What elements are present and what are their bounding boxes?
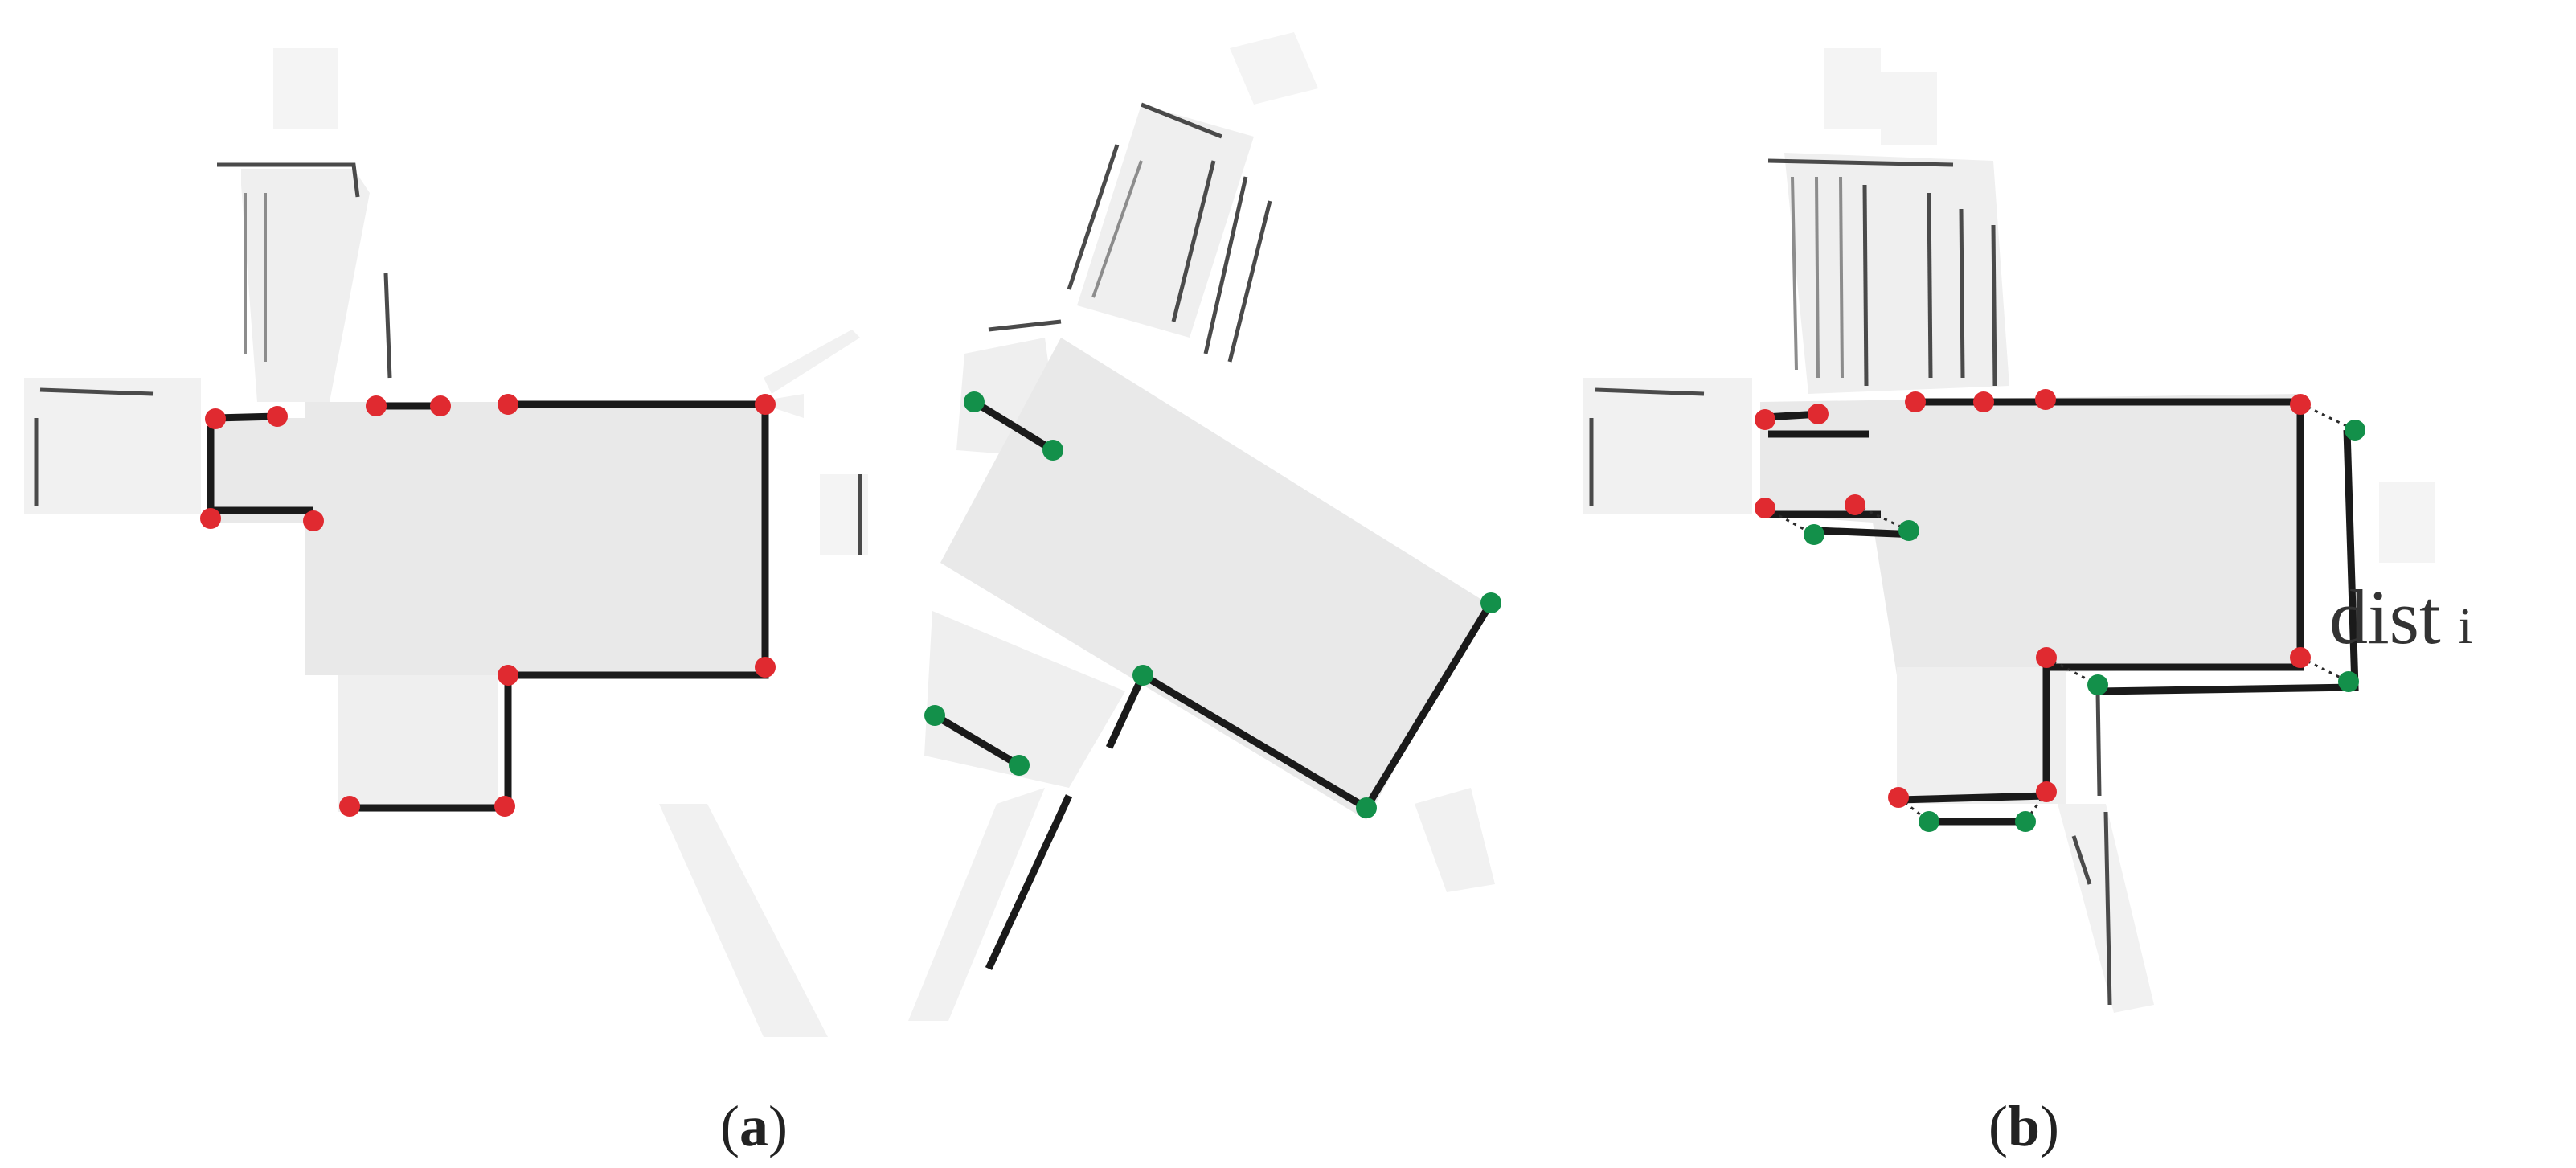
corner-point	[2345, 420, 2365, 441]
corner-point	[755, 394, 776, 415]
corner-point	[498, 665, 518, 686]
corner-point	[1898, 520, 1919, 541]
corner-point	[303, 510, 324, 531]
map-a-reference-corners	[200, 394, 776, 817]
map-a-reference-walls	[34, 162, 862, 812]
corner-point	[924, 705, 945, 726]
corner-point	[1755, 409, 1775, 430]
corner-point	[1905, 391, 1926, 412]
corner-point	[1845, 494, 1865, 515]
corner-point	[2338, 671, 2359, 692]
corner-point	[2035, 389, 2056, 410]
corner-point	[1888, 787, 1909, 808]
corner-point	[755, 657, 776, 678]
corner-point	[2036, 647, 2057, 668]
map-a-rotated-walls	[932, 102, 1494, 970]
panel-a-caption: (a)	[720, 1094, 788, 1158]
corner-point	[964, 391, 985, 412]
corner-point	[498, 394, 518, 415]
corner-point	[1480, 592, 1501, 613]
corner-point	[1132, 665, 1153, 686]
corner-point	[2015, 811, 2036, 832]
distance-label-main: dist	[2329, 574, 2441, 660]
corner-point	[1755, 498, 1775, 518]
map-a-rotated-corners	[924, 391, 1501, 818]
map-a-rotated	[908, 32, 1501, 1021]
map-a-reference-background	[24, 48, 868, 1037]
corner-point	[1919, 811, 1939, 832]
corner-point	[366, 395, 387, 416]
corner-point	[200, 508, 221, 529]
map-a-rotated-background	[908, 32, 1495, 1021]
corner-point	[1808, 404, 1829, 424]
corner-point	[1042, 440, 1063, 461]
corner-point	[2290, 394, 2311, 415]
corner-point	[1804, 524, 1824, 545]
corner-point	[1973, 391, 1994, 412]
corner-point	[430, 395, 451, 416]
corner-point	[205, 408, 226, 429]
corner-point	[1009, 755, 1030, 776]
corner-point	[267, 406, 288, 427]
corner-point	[2087, 674, 2108, 695]
distance-label-subscript: i	[2459, 597, 2473, 654]
corner-point	[1356, 797, 1377, 818]
map-b-reference-corners	[1755, 389, 2311, 808]
corner-point	[2290, 647, 2311, 668]
map-a-reference	[24, 48, 868, 1037]
corner-point	[339, 796, 360, 817]
map-b-rotated-corners	[1804, 420, 2365, 832]
corner-point	[2036, 781, 2057, 802]
corner-point	[494, 796, 515, 817]
map-b-overlay-background	[1583, 48, 2435, 1013]
panel-b-caption: (b)	[1988, 1094, 2059, 1158]
